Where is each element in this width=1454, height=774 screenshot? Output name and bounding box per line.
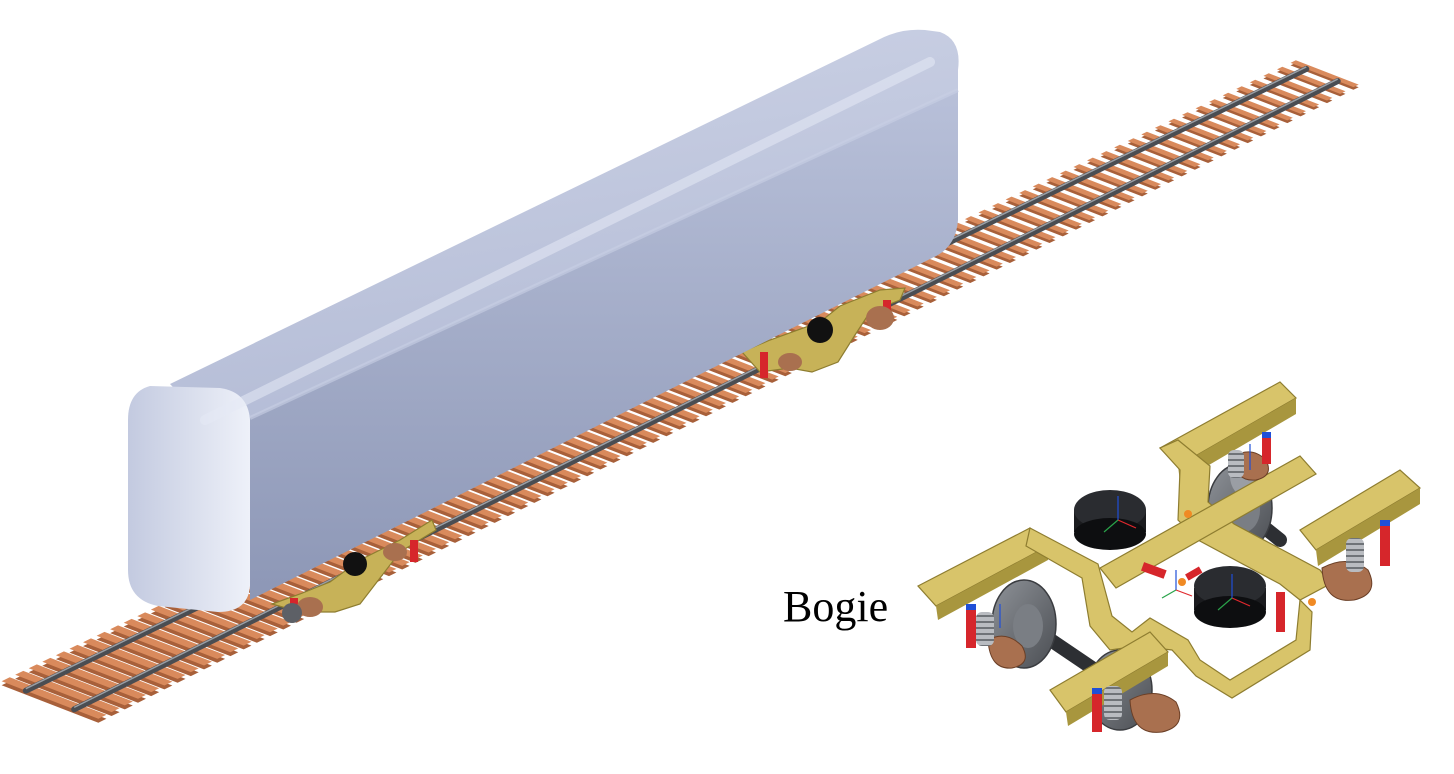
car-body [128, 29, 959, 612]
air-spring-icon [807, 317, 833, 343]
coil-spring-icon [976, 450, 1364, 720]
damper-icon [410, 540, 418, 562]
front-bogie [270, 519, 437, 623]
bogie-label: Bogie [783, 582, 889, 631]
axis-triad-icon [999, 444, 1316, 628]
air-spring-icon [343, 552, 367, 576]
air-spring-icon [1074, 490, 1146, 550]
rear-bogie [740, 287, 906, 378]
bogie-detail [917, 381, 1422, 733]
damper-icon [1141, 562, 1203, 581]
air-spring-icon [1194, 566, 1266, 628]
damper-icon [966, 432, 1390, 732]
damper-icon [760, 352, 768, 378]
